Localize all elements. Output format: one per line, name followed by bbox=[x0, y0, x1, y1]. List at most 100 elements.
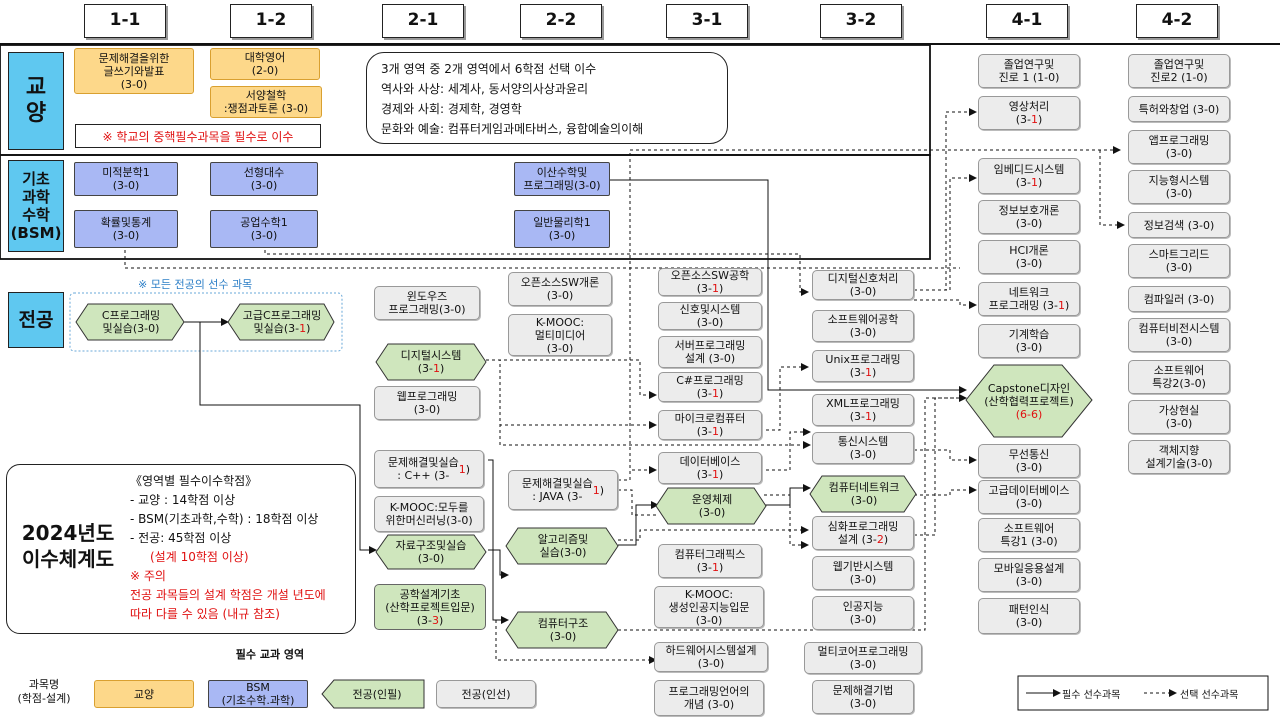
course-signals[interactable]: 신호및시스템 (3-0) bbox=[658, 302, 762, 330]
course-web-prog[interactable]: 웹프로그래밍 (3-0) bbox=[374, 386, 480, 420]
category-bsm: 기초 과학 수학 (BSM) bbox=[8, 160, 64, 252]
course-discrete[interactable]: 이산수학및 프로그래밍(3-0) bbox=[514, 162, 610, 196]
summary-note-body: 전공 과목들의 설계 학점은 개설 년도에 따라 다를 수 있음 (내규 참조) bbox=[130, 588, 326, 621]
course-philosophy[interactable]: 서양철학 :쟁점과토론 (3-0) bbox=[210, 86, 322, 118]
course-multicore[interactable]: 멀티코어프로그래밍 (3-0) bbox=[804, 642, 922, 674]
semester-3-1: 3-1 bbox=[666, 4, 748, 38]
course-kmooc-mm[interactable]: K-MOOC: 멀티미디어 (3-0) bbox=[508, 314, 612, 356]
course-hw-design[interactable]: 하드웨어시스템설계 (3-0) bbox=[654, 642, 768, 672]
course-grad2[interactable]: 졸업연구및 진로2 (1-0) bbox=[1128, 54, 1230, 88]
semester-1-1: 1-1 bbox=[84, 4, 166, 38]
course-embedded[interactable]: 임베디드시스템(3-1) bbox=[978, 158, 1080, 194]
course-english[interactable]: 대학영어 (2-0) bbox=[210, 48, 320, 80]
elective-line: 역사와 사상: 세계사, 동서양의사상과윤리 bbox=[381, 82, 588, 96]
course-ps-tech[interactable]: 문제해결기법 (3-0) bbox=[812, 680, 914, 714]
course-linear-algebra[interactable]: 선형대수 (3-0) bbox=[210, 162, 318, 196]
legend-major-elec: 전공(인선) bbox=[436, 680, 536, 708]
course-database[interactable]: 데이터베이스(3-1) bbox=[658, 452, 762, 484]
course-comm-sys[interactable]: 통신시스템 (3-0) bbox=[812, 432, 914, 464]
course-intel-sys[interactable]: 지능형시스템 (3-0) bbox=[1128, 170, 1230, 204]
course-graphics[interactable]: 컴퓨터그래픽스(3-1) bbox=[658, 544, 762, 578]
course-eng-design[interactable]: 공학설계기초 (산학프로젝트입문) (3-3) bbox=[374, 584, 486, 630]
course-infosec[interactable]: 정보보호개론 (3-0) bbox=[978, 200, 1080, 234]
course-pattern[interactable]: 패턴인식 (3-0) bbox=[978, 598, 1080, 634]
hex-os bbox=[655, 487, 767, 525]
course-oss-eng[interactable]: 오픈소스SW공학(3-1) bbox=[658, 268, 762, 296]
course-os[interactable]: 운영체제 (3-0) bbox=[691, 493, 733, 519]
course-grad1[interactable]: 졸업연구및 진로 1 (1-0) bbox=[978, 54, 1080, 88]
course-vision[interactable]: 컴퓨터비전시스템 (3-0) bbox=[1128, 318, 1230, 352]
course-comp-arch[interactable]: 컴퓨터구조 (3-0) bbox=[537, 617, 589, 643]
legend-solid-label: 필수 선수과목 bbox=[1062, 690, 1121, 701]
course-adv-db[interactable]: 고급데이터베이스 (3-0) bbox=[978, 480, 1080, 514]
course-datastruct[interactable]: 자료구조및실습 (3-0) bbox=[395, 539, 467, 565]
course-app-prog[interactable]: 앱프로그래밍 (3-0) bbox=[1128, 130, 1230, 164]
semester-1-2: 1-2 bbox=[230, 4, 312, 38]
course-xml[interactable]: XML프로그래밍(3-1) bbox=[812, 394, 914, 426]
course-ai[interactable]: 인공지능 (3-0) bbox=[812, 596, 914, 630]
course-algorithm[interactable]: 알고리즘및 실습(3-0) bbox=[537, 533, 589, 559]
course-probability[interactable]: 확률및통계 (3-0) bbox=[74, 210, 178, 248]
course-digital-sys[interactable]: 디지털시스템 (3-1) bbox=[378, 344, 484, 380]
semester-2-2: 2-2 bbox=[520, 4, 602, 38]
legend-major-req: 전공(인필) bbox=[352, 687, 402, 701]
course-wireless[interactable]: 무선통신 (3-0) bbox=[978, 444, 1080, 478]
course-java[interactable]: 문제해결및실습 : JAVA (3-1) bbox=[508, 470, 618, 510]
category-major: 전공 bbox=[8, 292, 64, 348]
course-name: 고급C프로그래밍 bbox=[242, 309, 322, 322]
hex-comp-arch bbox=[505, 611, 619, 649]
course-server-prog[interactable]: 서버프로그래밍 설계 (3-0) bbox=[658, 336, 762, 368]
course-eng-math[interactable]: 공업수학1 (3-0) bbox=[210, 210, 318, 248]
course-adv-c[interactable]: 고급C프로그래밍 및실습(3-1) bbox=[230, 304, 334, 340]
course-calculus[interactable]: 미적분학1 (3-0) bbox=[74, 162, 178, 196]
liberal-elective-box: 3개 영역 중 2개 영역에서 6학점 선택 이수 역사와 사상: 세계사, 동… bbox=[366, 52, 728, 144]
course-network[interactable]: 컴퓨터네트워크 (3-0) bbox=[828, 481, 900, 507]
course-ir[interactable]: 정보검색 (3-0) bbox=[1128, 212, 1230, 238]
course-dsp[interactable]: 디지털신호처리 (3-0) bbox=[812, 270, 914, 300]
course-windows[interactable]: 윈도우즈 프로그래밍(3-0) bbox=[374, 286, 480, 320]
course-sw-eng[interactable]: 소프트웨어공학 (3-0) bbox=[812, 310, 914, 342]
elective-line: 문화와 예술: 컴퓨터게임과메타버스, 융합예술의이해 bbox=[381, 122, 644, 136]
course-sw-topics2[interactable]: 소프트웨어 특강2(3-0) bbox=[1128, 360, 1230, 394]
course-mobile[interactable]: 모바일응용설계 (3-0) bbox=[978, 558, 1080, 592]
elective-line: 경제와 사회: 경제학, 경영학 bbox=[381, 102, 522, 116]
course-csharp[interactable]: C#프로그래밍(3-1) bbox=[658, 372, 762, 402]
course-c-prog[interactable]: C프로그래밍 및실습(3-0) bbox=[101, 309, 161, 335]
course-kmooc-ml[interactable]: K-MOOC:모두를 위한머신러닝(3-0) bbox=[374, 496, 484, 532]
course-capstone[interactable]: Capstone디자인 (산학협력프로젝트)(6-6) bbox=[984, 381, 1074, 421]
course-patent[interactable]: 특허와창업 (3-0) bbox=[1128, 96, 1230, 122]
course-physics[interactable]: 일반물리학1 (3-0) bbox=[514, 210, 610, 248]
course-sw-topics1[interactable]: 소프트웨어 특강1 (3-0) bbox=[978, 518, 1080, 552]
course-web-sys[interactable]: 웹기반시스템 (3-0) bbox=[812, 556, 914, 590]
course-ml[interactable]: 기계학습 (3-0) bbox=[978, 324, 1080, 358]
hex-c-prog bbox=[75, 303, 185, 341]
summary-line: (설계 10학점 이상) bbox=[150, 550, 249, 564]
hex-datastruct bbox=[375, 534, 487, 570]
course-credit: (3-3) bbox=[416, 613, 444, 627]
course-cpp[interactable]: 문제해결및실습 : C++ (3-1) bbox=[374, 450, 484, 488]
course-kmooc-ai[interactable]: K-MOOC: 생성인공지능입문 (3-0) bbox=[654, 586, 764, 628]
course-micro[interactable]: 마이크로컴퓨터(3-1) bbox=[658, 410, 762, 440]
prereq-note: ※ 모든 전공의 선수 과목 bbox=[138, 278, 253, 291]
course-pl-concept[interactable]: 프로그래밍언어의 개념 (3-0) bbox=[654, 680, 764, 716]
course-image[interactable]: 영상처리(3-1) bbox=[978, 96, 1080, 130]
legend-required-area: 필수 교과 영역 bbox=[235, 648, 305, 661]
course-oss[interactable]: 오픈소스SW개론 (3-0) bbox=[508, 272, 612, 306]
liberal-notice: ※ 학교의 중핵필수과목을 필수로 이수 bbox=[75, 124, 321, 148]
course-writing[interactable]: 문제해결을위한 글쓰기와발표 (3-0) bbox=[74, 48, 194, 94]
course-hci[interactable]: HCI개론 (3-0) bbox=[978, 240, 1080, 274]
summary-line: - BSM(기초과학,수학) : 18학점 이상 bbox=[130, 512, 319, 526]
course-credit: (3-1) bbox=[417, 362, 445, 375]
elective-line: 3개 영역 중 2개 영역에서 6학점 선택 이수 bbox=[381, 62, 597, 76]
course-smartgrid[interactable]: 스마트그리드 (3-0) bbox=[1128, 244, 1230, 278]
course-compiler[interactable]: 컴파일러 (3-0) bbox=[1128, 286, 1230, 312]
semester-3-2: 3-2 bbox=[820, 4, 902, 38]
hex-capstone bbox=[965, 364, 1093, 438]
course-vr[interactable]: 가상현실 (3-0) bbox=[1128, 400, 1230, 434]
course-oo-design[interactable]: 객체지향 설계기술(3-0) bbox=[1128, 440, 1230, 474]
summary-line: - 교양 : 14학점 이상 bbox=[130, 493, 236, 507]
course-name: 공학설계기초 (산학프로젝트입문) bbox=[385, 587, 475, 614]
course-unix[interactable]: Unix프로그래밍(3-1) bbox=[812, 350, 914, 382]
